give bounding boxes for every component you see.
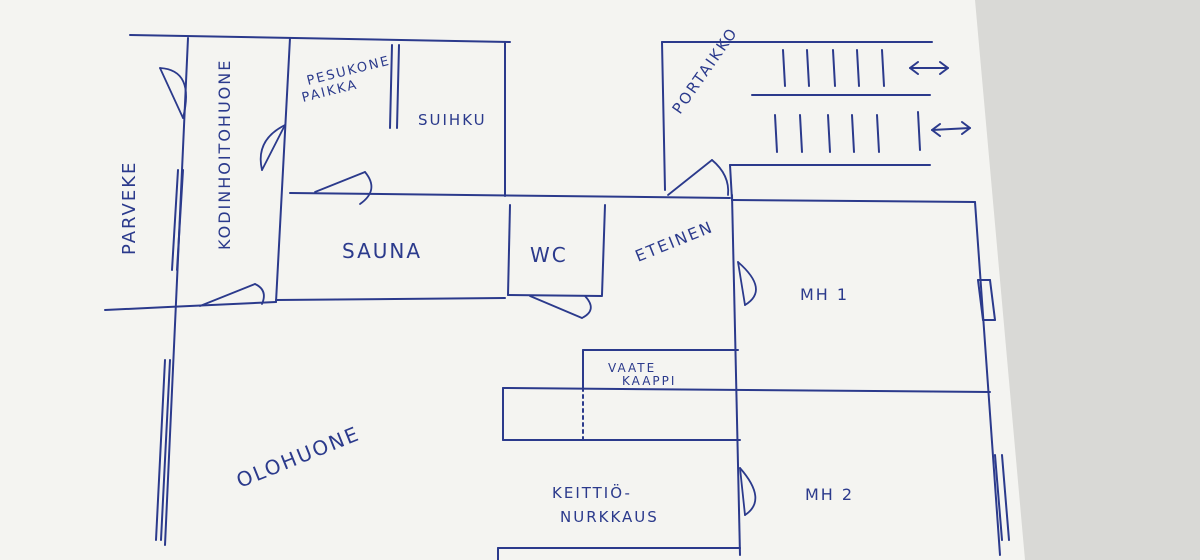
exterior-walls	[104, 34, 511, 546]
label-sauna: SAUNA	[342, 239, 422, 263]
utility-room-walls	[167, 37, 731, 308]
label-keittio: KEITTIÖ-	[552, 483, 632, 502]
paper-sheet	[0, 0, 1025, 560]
label-wc: WC	[530, 243, 568, 267]
interior-walls	[497, 194, 991, 560]
label-parveke: PARVEKE	[119, 161, 140, 255]
label-mh1: MH 1	[800, 285, 849, 304]
label-suihku: SUIHKU	[418, 111, 487, 129]
label-vaate: VAATE	[608, 361, 656, 375]
label-kodinhoitohuone: KODINHOITOHUONE	[215, 59, 234, 250]
label-kaappi: KAAPPI	[622, 374, 676, 388]
door-swings	[159, 67, 757, 516]
wc-walls	[507, 204, 606, 297]
label-nurkkaus: NURKKAUS	[560, 508, 659, 526]
right-walls	[974, 201, 1010, 556]
label-mh2: MH 2	[805, 485, 854, 504]
stairwell	[661, 41, 971, 201]
